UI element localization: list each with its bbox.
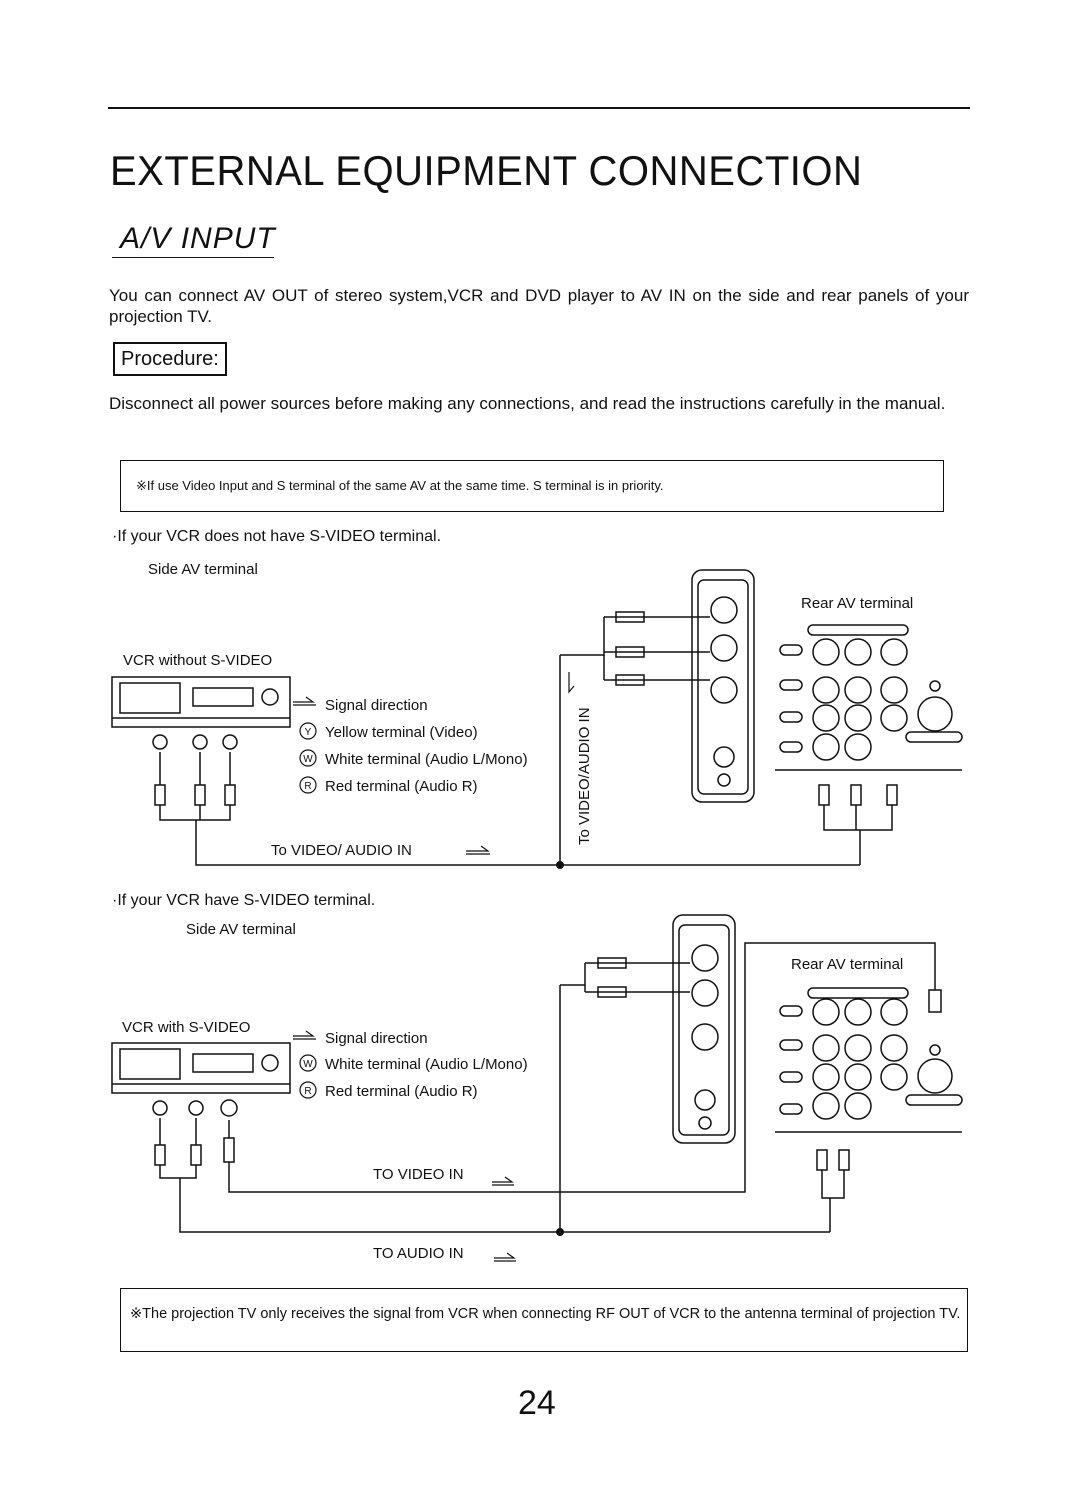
diagram2-to-audio: TO AUDIO IN [373,1245,464,1262]
diagram1-red-terminal: Red terminal (Audio R) [325,778,478,795]
section-title-underline [112,257,274,258]
diagram2-vcr-label: VCR with S-VIDEO [122,1019,251,1036]
note-text-top: ※If use Video Input and S terminal of th… [136,478,664,493]
diagram1-yellow-terminal: Yellow terminal (Video) [325,724,478,741]
svg-text:W: W [303,754,313,765]
svg-text:R: R [304,1086,311,1097]
side-av-panel-1 [691,569,755,803]
page-title: EXTERNAL EQUIPMENT CONNECTION [110,148,863,195]
intro-paragraph: You can connect AV OUT of stereo system,… [109,286,969,326]
diagram1-to-label: To VIDEO/ AUDIO IN [271,842,412,859]
diagram1-signal-direction: Signal direction [325,697,428,714]
diagram2-to-video: TO VIDEO IN [373,1166,464,1183]
note-box-top [120,460,944,512]
rear-av-panel-1 [775,624,963,771]
section-title: A/V INPUT [120,222,276,255]
diagram1-bullet: ·If your VCR does not have S-VIDEO termi… [112,528,442,545]
svg-text:Y: Y [305,727,312,738]
diagram2-side-label: Side AV terminal [186,921,296,938]
diagram1-vcr-label: VCR without S-VIDEO [123,652,273,669]
procedure-paragraph: Disconnect all power sources before maki… [109,394,946,413]
vcr-without-svideo-illustration [111,676,291,728]
side-av-panel-2 [672,914,736,1144]
note-box-bottom [120,1288,968,1352]
diagram1-white-terminal: White terminal (Audio L/Mono) [325,751,528,768]
diagram1-side-label: Side AV terminal [148,561,258,578]
svg-text:W: W [303,1059,313,1070]
vcr-with-svideo-illustration [111,1042,291,1094]
svg-text:R: R [304,781,311,792]
diagram2-red-terminal: Red terminal (Audio R) [325,1083,478,1100]
note-text-bottom: ※The projection TV only receives the sig… [130,1306,961,1322]
procedure-label: Procedure: [113,342,227,376]
diagram1-rear-label: Rear AV terminal [801,595,914,612]
header-rule [108,107,970,109]
diagram2-bullet: ·If your VCR have S-VIDEO terminal. [112,892,376,909]
page-number: 24 [518,1384,556,1422]
diagram2-signal-direction: Signal direction [325,1030,428,1047]
diagram2-white-terminal: White terminal (Audio L/Mono) [325,1056,528,1073]
rear-av-panel-2 [775,987,963,1133]
diagram2-rear-label: Rear AV terminal [791,956,904,973]
